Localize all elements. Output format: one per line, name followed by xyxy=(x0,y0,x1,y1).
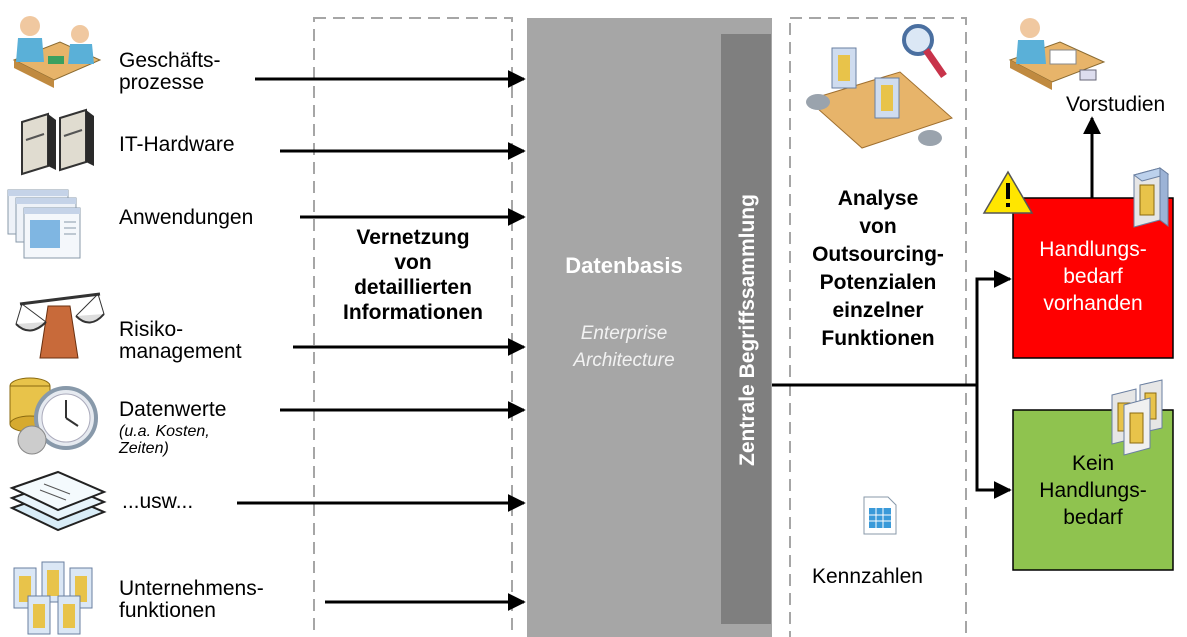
label-line: Funktionen xyxy=(821,327,935,350)
kein-handlungsbedarf-label: Kein Handlungs- bedarf xyxy=(1013,450,1173,531)
datenbasis-subtitle: Enterprise Architecture xyxy=(527,320,721,374)
input-label-anwendungen: Anwendungen xyxy=(119,206,254,229)
input-label-risikomanagement: Risiko- management xyxy=(119,319,242,363)
note-line: Zeiten) xyxy=(119,440,169,457)
label-line: Vernetzung xyxy=(356,226,470,249)
function-box-icon xyxy=(1132,167,1170,228)
conveyor-analysis-icon xyxy=(806,24,953,149)
input-label-geschaeftsprozesse: Geschäfts- prozesse xyxy=(119,50,221,94)
balance-scale-icon xyxy=(15,292,105,359)
label-line: Analyse xyxy=(837,187,919,210)
label-line: detaillierten xyxy=(354,276,472,299)
label-line: Kein xyxy=(1071,452,1115,475)
table-document-icon xyxy=(863,496,897,535)
datenwerte-note: (u.a. Kosten, Zeiten) xyxy=(119,423,210,457)
handlungsbedarf-label: Handlungs- bedarf vorhanden xyxy=(1013,236,1173,317)
vorstudien-label: Vorstudien xyxy=(1066,93,1166,116)
label-line: Architecture xyxy=(573,350,675,371)
label-line: bedarf xyxy=(1063,265,1123,288)
note-line: (u.a. Kosten, xyxy=(119,423,210,440)
label-line: Potenzialen xyxy=(819,271,937,294)
person-at-desk-icon xyxy=(1008,18,1106,90)
label-line: Informationen xyxy=(343,301,483,324)
analyse-label: Analyse von Outsourcing- Potenzialen ein… xyxy=(792,185,964,353)
input-label-usw: ...usw... xyxy=(122,490,194,513)
label-line: einzelner xyxy=(832,299,924,322)
kennzahlen-label: Kennzahlen xyxy=(812,565,923,588)
datenbasis-title: Datenbasis xyxy=(565,253,683,278)
label-line: Risiko- xyxy=(119,318,184,341)
application-windows-icon xyxy=(7,189,81,259)
label-line: prozesse xyxy=(119,71,205,94)
label-line: funktionen xyxy=(119,599,216,622)
business-people-icon xyxy=(12,16,102,88)
vernetzung-dashed-frame xyxy=(313,17,513,637)
server-icon xyxy=(21,108,94,176)
arrow-to-handlungsbedarf xyxy=(975,270,1012,490)
warning-icon xyxy=(982,170,1034,214)
label-line: bedarf xyxy=(1063,506,1123,529)
zentrale-begriffssammlung-bar xyxy=(721,34,771,624)
function-boxes-icon xyxy=(13,561,93,635)
label-line: von xyxy=(394,251,432,274)
label-line: Handlungs- xyxy=(1039,479,1147,502)
vernetzung-label: Vernetzung von detaillierten Information… xyxy=(316,225,510,325)
label-line: Geschäfts- xyxy=(119,49,221,72)
analyse-dashed-frame xyxy=(789,17,967,637)
label-line: Unternehmens- xyxy=(119,577,264,600)
label-line: Enterprise xyxy=(580,323,668,344)
function-boxes-group-icon xyxy=(1111,379,1163,456)
input-label-it-hardware: IT-Hardware xyxy=(119,133,235,156)
zentrale-begriffssammlung-label: Zentrale Begriffssammlung xyxy=(736,194,759,466)
document-stack-icon xyxy=(9,470,107,532)
label-line: management xyxy=(119,340,242,363)
label-line: von xyxy=(859,215,897,238)
arrow-to-kein xyxy=(975,385,1012,499)
input-label-unternehmensfunktionen: Unternehmens- funktionen xyxy=(119,578,264,622)
handlungsbedarf-box xyxy=(1012,197,1174,359)
label-line: vorhanden xyxy=(1043,292,1143,315)
coins-clock-icon xyxy=(9,377,98,455)
label-line: Outsourcing- xyxy=(812,243,944,266)
input-label-datenwerte: Datenwerte xyxy=(119,398,227,421)
label-line: Handlungs- xyxy=(1039,238,1147,261)
